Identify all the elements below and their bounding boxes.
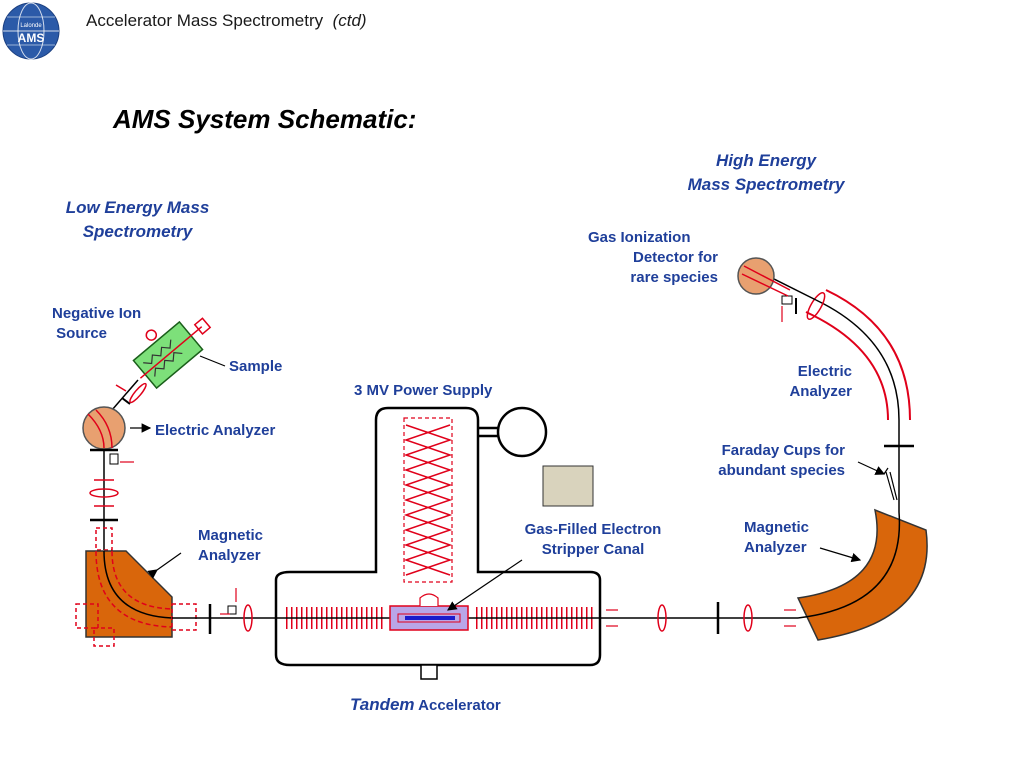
label-magnetic-analyzer-high: Magnetic Analyzer — [744, 518, 809, 558]
high-energy-title-line2: Mass Spectrometry — [687, 175, 845, 194]
lens-icon — [89, 488, 119, 498]
low-energy-title-line1: Low Energy Mass — [65, 198, 210, 217]
label-stripper-line2: Stripper Canal — [541, 541, 645, 558]
label-ion-source-line2: Source — [52, 325, 108, 342]
lalonde-ams-logo: Lalonde AMS — [2, 2, 60, 60]
label-electric-high-line2: Analyzer — [789, 383, 852, 400]
label-magnetic-low-line1: Magnetic — [198, 527, 264, 544]
label-electric-analyzer-high: Electric Analyzer — [760, 362, 852, 402]
label-electric-high-line1: Electric — [797, 363, 852, 380]
low-energy-title-line2: Spectrometry — [82, 222, 193, 241]
grey-box — [542, 465, 594, 507]
label-magnetic-low-line2: Analyzer — [198, 547, 261, 564]
lens-icon — [129, 382, 147, 404]
high-energy-title: High Energy Mass Spectrometry — [660, 149, 872, 197]
lens-icon — [243, 604, 253, 632]
beam-source-out — [111, 379, 139, 411]
negative-ion-source — [132, 317, 212, 390]
label-tandem-accelerator: Tandem Accelerator — [350, 695, 501, 716]
label-faraday-cups: Faraday Cups for abundant species — [680, 441, 845, 481]
slide-title: AMS System Schematic: — [113, 104, 417, 134]
label-stripper-canal: Gas-Filled Electron Stripper Canal — [508, 520, 678, 560]
tandem-tank — [274, 406, 602, 667]
label-magnetic-high-line2: Analyzer — [744, 539, 807, 556]
label-gas-ionization-detector: Gas Ionization Detector for rare species — [560, 228, 718, 288]
label-gas-line1: Gas Ionization — [588, 229, 691, 246]
voltage-multiplier — [403, 424, 453, 576]
logo-text-top: Lalonde — [20, 23, 42, 29]
power-supply-dome — [496, 406, 548, 458]
beam-electric-analyzer-high — [815, 299, 900, 421]
lens-icon — [743, 604, 753, 632]
label-stripper-line1: Gas-Filled Electron — [524, 521, 662, 538]
low-energy-title: Low Energy Mass Spectrometry — [40, 196, 235, 244]
label-sample: Sample — [229, 358, 283, 375]
lens-icon — [806, 292, 826, 320]
label-tandem-italic: Tandem — [350, 695, 415, 714]
high-energy-title-line1: High Energy — [715, 151, 817, 170]
label-ion-source-line1: Negative Ion — [52, 305, 142, 322]
label-negative-ion-source: Negative Ion Source — [52, 304, 141, 344]
label-gas-line3: rare species — [630, 269, 718, 286]
label-tandem-rest: Accelerator — [414, 697, 501, 714]
label-power-supply: 3 MV Power Supply — [354, 382, 493, 399]
label-electric-analyzer-low: Electric Analyzer — [155, 422, 276, 439]
lens-icon — [657, 604, 667, 632]
label-faraday-line2: abundant species — [718, 462, 845, 479]
label-magnetic-high-line1: Magnetic — [744, 519, 810, 536]
header-title-suffix: (ctd) — [332, 11, 367, 30]
label-faraday-line1: Faraday Cups for — [721, 442, 845, 459]
label-gas-line2: Detector for — [632, 249, 718, 266]
magnetic-analyzer-high — [796, 508, 928, 641]
label-magnetic-analyzer-low: Magnetic Analyzer — [198, 526, 263, 566]
header-title-main: Accelerator Mass Spectrometry — [86, 11, 324, 30]
header-title: Accelerator Mass Spectrometry (ctd) — [86, 11, 367, 31]
logo-text-main: AMS — [18, 31, 45, 45]
